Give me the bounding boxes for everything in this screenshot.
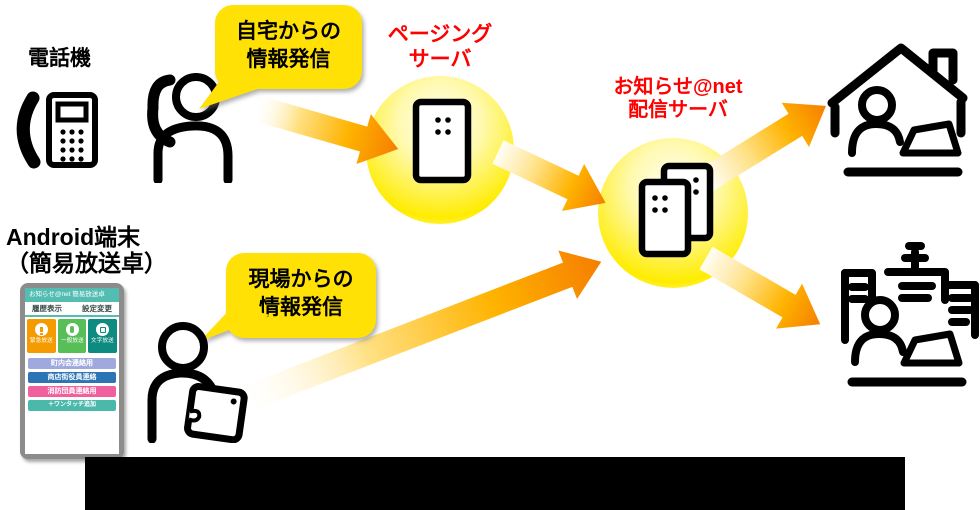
emergency-broadcast-label: 緊急放送 [29, 338, 53, 344]
field-person-icon [147, 322, 248, 443]
arrow-paging-to-distribution [492, 140, 606, 211]
speech-bubble-home-tail [199, 71, 275, 109]
telephone-icon [16, 91, 98, 169]
paging-server-label-line2: サーバ [408, 48, 472, 71]
speech-bubble-home: 自宅からの 情報発信 [199, 5, 362, 109]
redacted-text-bar [85, 457, 905, 510]
alert-icon [34, 323, 48, 336]
mockup-settings-tab: 設定変更 [82, 304, 112, 313]
general-broadcast-label: 一般放送 [60, 338, 84, 344]
distribution-server-label-line2: 配信サーバ [628, 99, 728, 121]
emergency-broadcast-button: 緊急放送 [27, 319, 56, 353]
text-broadcast-button: 文字放送 [88, 319, 118, 353]
paging-server-label: ページング サーバ [370, 22, 510, 72]
channel-bar-neighborhood: 町内会連絡用 [28, 358, 116, 369]
android-mockup-screen: お知らせ@net 簡易放送卓 履歴表示 設定変更 緊急放送 一般放送 文字放送 [25, 288, 119, 454]
arrow-distribution-to-home [699, 102, 826, 192]
channel-bar-one-touch-add: ＋ワンタッチ追加 [28, 400, 116, 411]
channel-bar-shopping-street: 商店街役員連絡 [28, 372, 116, 383]
text-icon [96, 323, 110, 336]
paging-server-icon [412, 98, 472, 184]
speech-bubble-field-line1: 現場からの [248, 268, 354, 291]
android-terminal-label: Android端末 （簡易放送卓） [6, 224, 167, 276]
android-terminal-label-line2: （簡易放送卓） [6, 250, 167, 276]
tablet-icon [184, 383, 248, 443]
speech-bubble-field-line2: 情報発信 [259, 296, 343, 319]
microphone-icon [65, 323, 79, 336]
speech-bubble-field-tail [200, 305, 270, 341]
mockup-menu-bar: 履歴表示 設定変更 [25, 302, 119, 317]
paging-server-label-line1: ページング [387, 23, 493, 46]
distribution-server-icon [638, 162, 714, 258]
arrow-field-to-distribution [238, 250, 602, 413]
mockup-history-tab: 履歴表示 [32, 304, 62, 313]
speech-bubble-field: 現場からの 情報発信 [200, 253, 376, 341]
speech-bubble-home-line1: 自宅からの [236, 20, 341, 43]
mockup-broadcast-buttons: 緊急放送 一般放送 文字放送 [25, 317, 119, 353]
mockup-title-bar: お知らせ@net 簡易放送卓 [25, 288, 119, 302]
speech-bubble-home-line2: 情報発信 [246, 48, 331, 71]
text-broadcast-label: 文字放送 [91, 338, 115, 344]
distribution-server-label-line1: お知らせ@net [613, 76, 743, 98]
general-broadcast-button: 一般放送 [57, 319, 87, 353]
arrow-distribution-to-office [699, 246, 821, 329]
caller-person-icon [147, 73, 233, 183]
android-mockup: お知らせ@net 簡易放送卓 履歴表示 設定変更 緊急放送 一般放送 文字放送 [20, 283, 124, 459]
channel-bar-fire-brigade: 消防団員連絡用 [28, 386, 116, 397]
telephone-label: 電話機 [28, 47, 91, 70]
home-user-icon [827, 43, 968, 177]
android-terminal-label-line1: Android端末 [6, 224, 141, 250]
office-users-icon [841, 242, 979, 387]
distribution-server-label: お知らせ@net 配信サーバ [592, 76, 764, 122]
arrow-phone-to-paging [252, 95, 399, 165]
